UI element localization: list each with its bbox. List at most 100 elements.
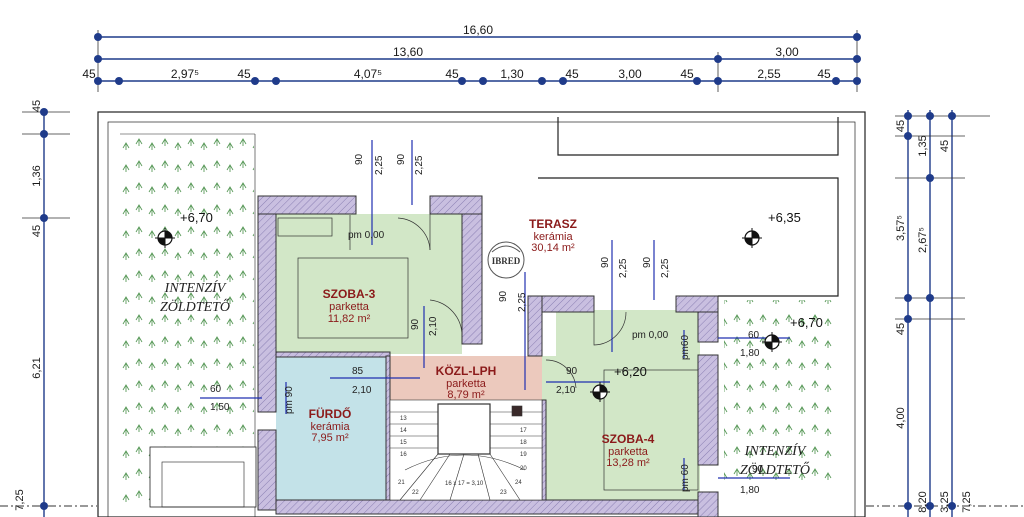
door-210-a: 2,10 [428,316,439,336]
dim-seg-1: 45 [82,67,96,81]
level-terrace: +6,35 [768,210,801,225]
room-szoba4-material: parketta [608,446,649,458]
dim-seg-11: 45 [817,67,831,81]
dim-right-9: 3,25 [939,491,951,512]
room-szoba4-area: 13,28 m² [606,457,650,469]
room-szoba3-material: parketta [329,301,370,313]
dim-right-6: 45 [895,323,907,335]
green-roof-right [724,300,834,490]
stair-step-18: 18 [520,440,527,446]
room-kozl-material: parketta [446,378,487,390]
stair [389,399,543,501]
stair-step-15: 15 [400,440,407,446]
opening-225-b: 2,25 [414,155,425,175]
dim-left-5: 7,25 [14,489,26,510]
dim-right-4: 3,57⁵ [895,215,907,241]
stamp-logo: IBRED [487,241,525,279]
interior-lines [277,214,699,491]
right-dimensions [866,110,1024,517]
window-180-a: 1,80 [740,348,760,359]
building-outline [97,111,866,517]
floor-mark-pm90: pm 90 [284,386,295,414]
floor-mark-b: pm 0,00 [632,330,669,341]
dim-left-1: 45 [31,100,43,112]
stair-step-13: 13 [400,416,407,422]
stair-step-16: 16 [400,452,407,458]
room-szoba4-name: SZOBA-4 [602,432,655,446]
green-roof-left [120,136,254,506]
dim-right-7: 4,00 [895,407,907,428]
room-kozl-area: 8,79 m² [447,389,485,401]
skylight-inner [161,461,245,508]
opening-90-e: 90 [642,256,653,268]
green-roof-left-line1: INTENZÍV [164,279,227,296]
stair-step-17: 17 [520,428,527,434]
window-180-b: 1,80 [740,485,760,496]
window-60-b: 60 [748,330,760,341]
dim-seg-2: 2,97⁵ [171,67,199,81]
room-terasz-name: TERASZ [529,217,577,231]
dim-seg-7: 45 [565,67,579,81]
room-szoba3-name: SZOBA-3 [323,287,376,301]
green-roof-right-line1: INTENZÍV [744,442,807,459]
stair-step-21: 21 [398,480,405,486]
dim-left-4: 6,21 [31,357,43,378]
top-dimension-ticks [94,33,861,85]
floor-mark-pm60-b: pm 60 [680,464,691,492]
dim-left-2: 1,36 [31,165,43,186]
green-roof-right-line2: ZÖLDTETŐ [740,461,810,478]
stair-step-20: 20 [520,466,527,472]
opening-90-c: 90 [498,290,509,302]
opening-225-c: 2,25 [517,292,528,312]
dim-right-3: 45 [939,140,951,152]
room-szoba4-fill [542,310,700,500]
door-210-b: 2,10 [352,385,372,396]
opening-markers [200,140,790,490]
dim-seg-6: 1,30 [500,67,524,81]
stair-label: 16 x 17 = 3,10 [445,481,484,487]
dim-left-3: 45 [31,225,43,237]
stair-step-19: 19 [520,452,527,458]
opening-90-b: 90 [396,153,407,165]
room-furdo-fill [276,356,388,500]
door-210-c: 2,10 [556,385,576,396]
dim-seg-8: 3,00 [618,67,642,81]
room-terasz-area: 30,14 m² [531,242,575,254]
dim-right-5: 2,67⁵ [917,227,929,253]
dim-right-1: 45 [895,120,907,132]
door-85: 85 [352,366,364,377]
level-floor: +6,20 [614,364,647,379]
dim-right-2: 1,35 [917,135,929,156]
room-szoba3-fill [276,214,462,354]
dim-right-8: 8,20 [917,491,929,512]
window-150: 1,50 [210,402,230,413]
dim-overall: 16,60 [463,23,493,37]
floor-mark-pm60-a: pm60 [680,335,691,360]
door-90-a: 90 [410,318,421,330]
dim-seg-10: 2,55 [757,67,781,81]
window-60-a: 60 [210,384,222,395]
room-furdo-material: kerámia [310,421,350,433]
door-90-b: 90 [566,366,578,377]
stair-step-24: 24 [515,480,522,486]
room-terasz-material: kerámia [533,231,573,243]
dim-left-part: 13,60 [393,45,423,59]
dim-right-part: 3,00 [775,45,799,59]
stair-step-14: 14 [400,428,407,434]
opening-90-d: 90 [600,256,611,268]
window-90: 90 [752,464,764,475]
room-szoba3-area: 11,82 m² [328,313,371,325]
stair-step-22: 22 [412,490,419,496]
opening-225-d: 2,25 [618,258,629,278]
room-kozl-name: KÖZL-LPH [436,363,497,378]
opening-225-e: 2,25 [660,258,671,278]
room-furdo-area: 7,95 m² [311,432,349,444]
stamp-text: IBRED [492,256,521,266]
dim-seg-3: 45 [237,67,251,81]
left-dimensions [0,108,97,517]
opening-225-a: 2,25 [374,155,385,175]
level-marker-symbols [155,228,782,402]
level-roof-right: +6,70 [790,315,823,330]
skylight-box [149,446,257,508]
